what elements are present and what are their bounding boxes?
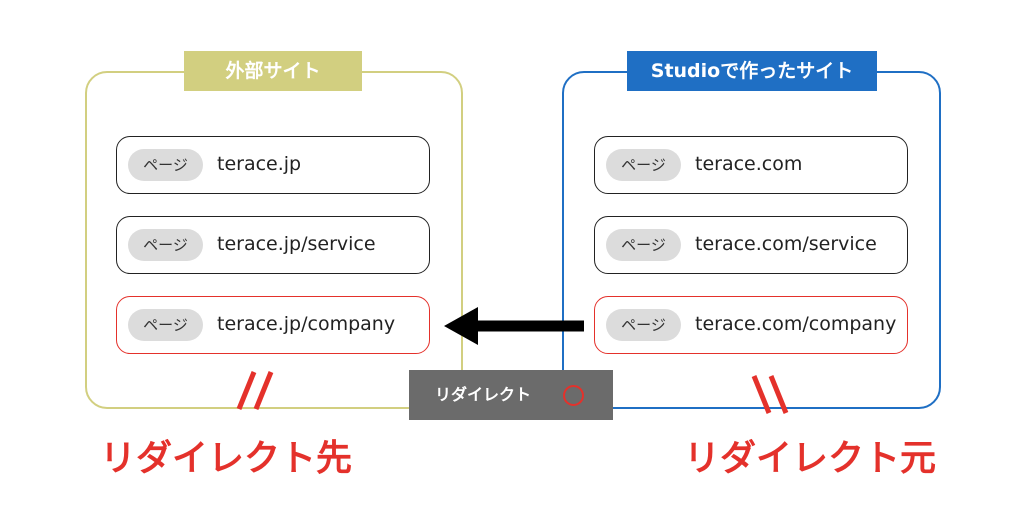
redirect-destination-caption: リダイレクト先 xyxy=(100,438,353,479)
page-tag: ページ xyxy=(606,149,681,181)
page-url: terace.com xyxy=(695,153,803,175)
page-url: terace.jp/company xyxy=(217,313,396,335)
page-row-redirect-target: ページ terace.jp/company xyxy=(116,296,430,354)
redirect-label: リダイレクト xyxy=(409,370,613,420)
circle-ok-icon xyxy=(563,385,584,406)
page-url: terace.jp xyxy=(217,153,302,175)
page-url: terace.jp/service xyxy=(217,233,376,255)
page-row: ページ terace.jp xyxy=(116,136,430,194)
page-tag: ページ xyxy=(128,229,203,261)
page-row-redirect-source: ページ terace.com/company xyxy=(594,296,908,354)
page-tag: ページ xyxy=(128,149,203,181)
page-tag: ページ xyxy=(606,229,681,261)
page-url: terace.com/company xyxy=(695,313,897,335)
page-row: ページ terace.jp/service xyxy=(116,216,430,274)
redirect-source-caption: リダイレクト元 xyxy=(684,438,937,479)
page-row: ページ terace.com/service xyxy=(594,216,908,274)
redirect-label-text: リダイレクト xyxy=(435,385,532,404)
page-tag: ページ xyxy=(128,309,203,341)
external-site-title: 外部サイト xyxy=(184,51,362,91)
page-url: terace.com/service xyxy=(695,233,877,255)
studio-site-title: Studioで作ったサイト xyxy=(627,51,877,91)
page-tag: ページ xyxy=(606,309,681,341)
page-row: ページ terace.com xyxy=(594,136,908,194)
